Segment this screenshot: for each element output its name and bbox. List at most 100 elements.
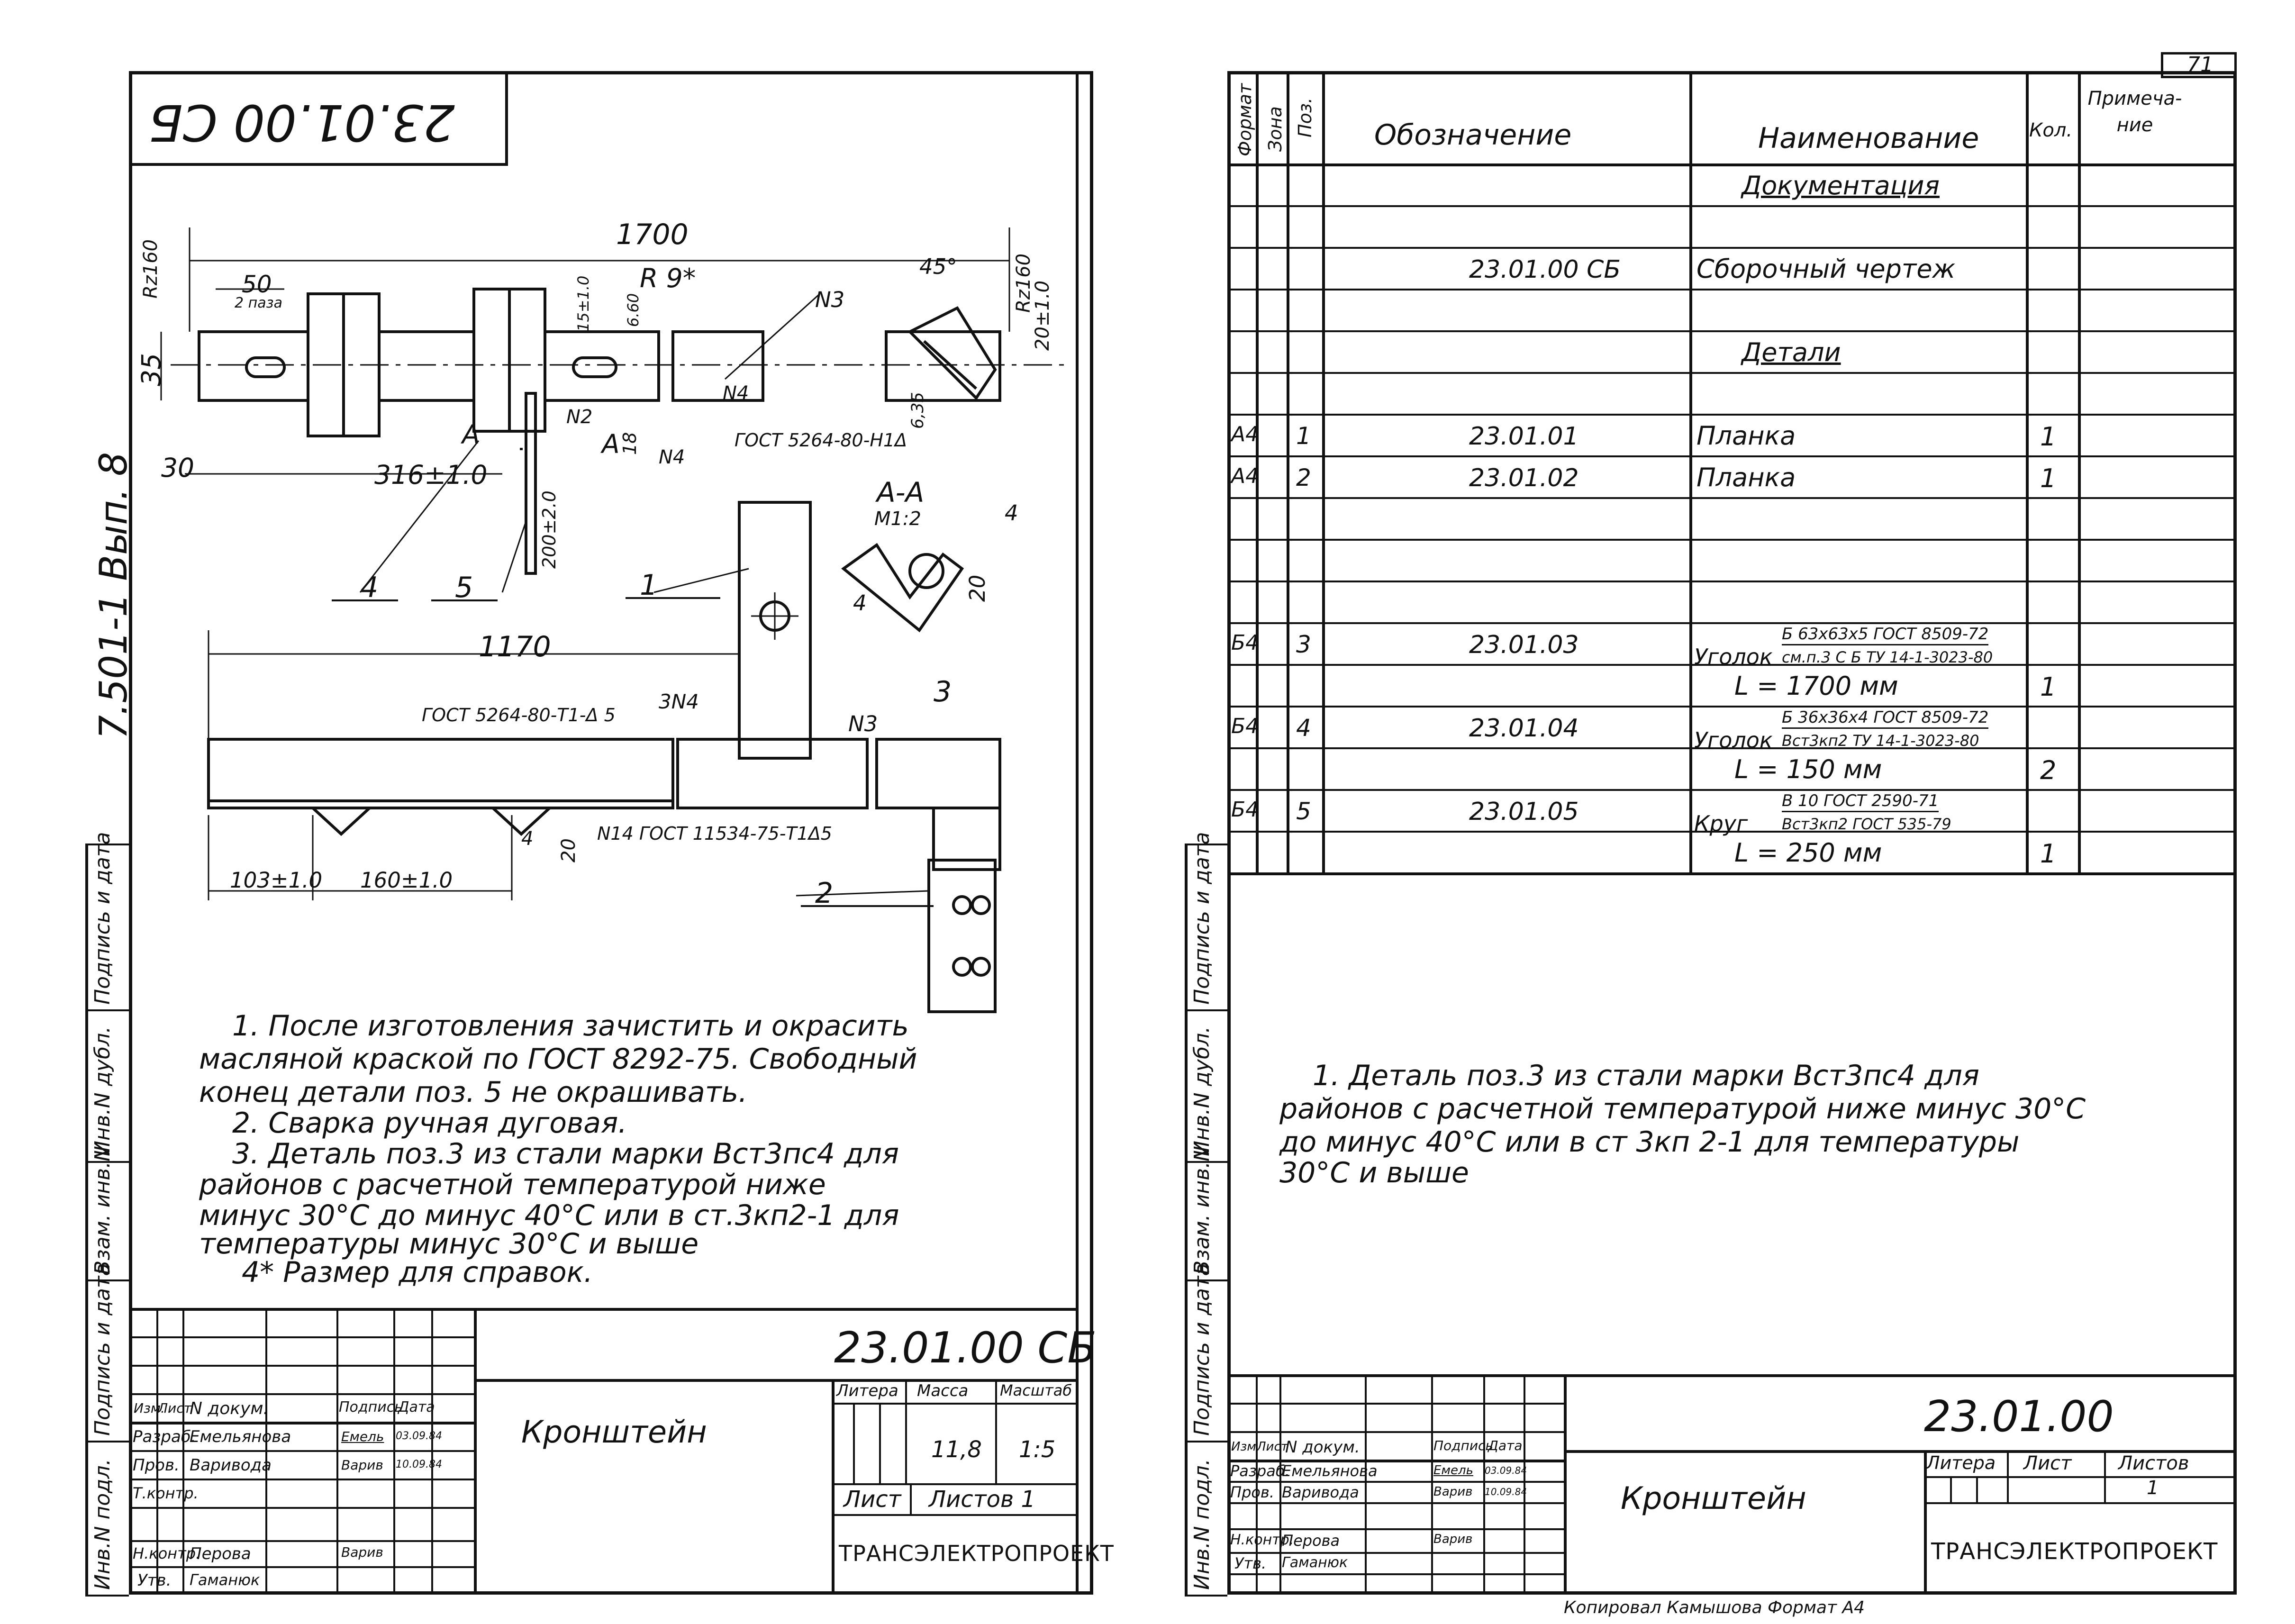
rstamp-role-5: Утв. [1234, 1554, 1267, 1572]
dim-30: 30 [161, 453, 194, 483]
bar-segment-1 [198, 330, 309, 402]
spec-col-line [1256, 71, 1259, 872]
dim-6-35: 6,35 [908, 392, 927, 429]
note-line-9: 4* Размер для справок. [242, 1256, 593, 1289]
spec-cell-designation: 23.01.01 [1469, 422, 1579, 451]
spec-cell-designation: 23.01.02 [1469, 464, 1579, 492]
dim-2-slots: 2 паза [235, 295, 282, 311]
left-stamp [129, 1308, 1077, 1595]
lstamp-v2 [832, 1379, 835, 1595]
left-margin-div-5 [85, 1441, 129, 1443]
lstamp-row-7 [129, 1507, 474, 1509]
spec-cell-format: Б4 [1231, 631, 1259, 655]
section-aa-scale: М1:2 [874, 508, 921, 530]
rstamp-head-list: Лист [1257, 1440, 1288, 1454]
lstamp-name-5: Гаманюк [190, 1571, 260, 1589]
note-line-6: районов с расчетной температурой ниже [199, 1168, 826, 1201]
rstamp-head-date: Дата [1488, 1438, 1523, 1453]
lstamp-row-6 [129, 1479, 474, 1480]
callout-5: 5 [455, 571, 473, 604]
dim-20-b: 20 [965, 574, 990, 602]
left-top-code-box [129, 71, 508, 166]
spec-cell-name: Сборочный чертеж [1696, 254, 1956, 284]
angle-bar-3 [875, 738, 1001, 809]
lstamp-title: Кронштейн [521, 1415, 707, 1450]
spec-cell-pos: 2 [1296, 464, 1311, 491]
right-margin-label-1: Подпись и дата [1190, 832, 1214, 1005]
note-line-1: 1. После изготовления зачистить и окраси… [232, 1009, 909, 1043]
lstamp-date-2: 10.09.84 [396, 1459, 442, 1470]
spec-row-line [1227, 539, 2237, 541]
spec-cell-frac-top: Б 36х36х4 ГОСТ 8509-72 [1782, 709, 1989, 729]
right-margin-label-4: Подпись и дата [1190, 1263, 1214, 1436]
lstamp-role-1: Разраб. [133, 1427, 196, 1446]
rstamp-row-3 [1227, 1460, 1564, 1462]
spec-cell-name: Планка [1696, 421, 1796, 451]
spec-cell-frac-top: В 10 ГОСТ 2590-71 [1782, 793, 1939, 812]
bar-segment-3 [544, 330, 660, 402]
callout-underline-2 [801, 905, 934, 907]
spec-cell-format: Б4 [1231, 714, 1259, 738]
lstamp-row-4 [129, 1422, 474, 1424]
rstamp-row-4 [1227, 1481, 1564, 1483]
rmargin-div-1 [1185, 844, 1227, 845]
rstamp-date-1: 03.09.84 [1485, 1465, 1527, 1476]
rstamp-v-l2 [1976, 1476, 1978, 1502]
spec-cell-name: Документация [1742, 171, 1940, 200]
dim-3n4: 3N4 [659, 690, 699, 713]
dim-n2: N2 [566, 406, 593, 428]
rstamp-col-5 [1483, 1374, 1485, 1595]
dim-18: 18 [619, 432, 640, 455]
lstamp-h-code [474, 1379, 1076, 1382]
angle-bar-2 [676, 738, 869, 809]
rmargin-div-6 [1185, 1595, 1227, 1597]
rnote-line-4: 30°С и выше [1279, 1156, 1469, 1189]
spec-cell-qty: 1 [2040, 422, 2057, 452]
spec-col-line [1322, 71, 1325, 872]
lstamp-org: ТРАНСЭЛЕКТРОПРОЕКТ [839, 1541, 1114, 1566]
rstamp-sign-4: Варив [1433, 1532, 1473, 1546]
dim-4-c: 4 [521, 828, 534, 850]
rstamp-sign-1: Емель [1433, 1463, 1473, 1478]
spec-row-line [1227, 497, 2237, 499]
lstamp-row-2 [129, 1365, 474, 1367]
spec-row-line [1227, 831, 2237, 833]
dim-15: 15±1.0 [574, 275, 592, 332]
spec-cell-designation: 23.01.05 [1469, 798, 1579, 826]
spec-head-qty: Кол. [2029, 119, 2073, 141]
spec-cell-pos: 5 [1296, 798, 1311, 825]
rstamp-v1 [1564, 1374, 1567, 1595]
lstamp-h-sheet2 [832, 1514, 1076, 1516]
dim-45deg: 45° [919, 254, 957, 279]
spec-cell-format: А4 [1231, 464, 1259, 488]
spec-head-format: Формат [1234, 83, 1255, 156]
spec-col-line [2078, 71, 2081, 872]
spec-cell-designation: 23.01.00 СБ [1469, 255, 1621, 284]
rstamp-org: ТРАНСЭЛЕКТРОПРОЕКТ [1931, 1538, 2218, 1565]
rstamp-head-sign: Подпись [1433, 1438, 1493, 1453]
lstamp-lit-label: Литера [836, 1381, 898, 1400]
spec-col-line [1689, 71, 1692, 872]
dim-4-b: 4 [853, 590, 867, 616]
right-sheet-frame [1227, 71, 2237, 1595]
spec-cell-designation: 23.01.04 [1469, 714, 1579, 743]
dim-4-a: 4 [1005, 500, 1018, 526]
rstamp-role-4: Н.контр. [1230, 1532, 1294, 1548]
dim-1170: 1170 [479, 630, 551, 663]
lstamp-scale-label: Масштаб [1000, 1381, 1072, 1399]
spec-head-zone: Зона [1265, 106, 1286, 152]
rstamp-title: Кронштейн [1621, 1481, 1806, 1516]
lstamp-mass-label: Масса [917, 1381, 969, 1400]
right-margin-line [1185, 844, 1188, 1595]
rstamp-footer: Копировал Камышова Формат А4 [1564, 1598, 1865, 1617]
spec-cell-name: Уголок [1694, 644, 1773, 670]
spec-row-line [1227, 581, 2237, 582]
rstamp-col-3 [1365, 1374, 1367, 1595]
spec-col-line [1287, 71, 1289, 872]
left-margin-div-4 [85, 1279, 129, 1281]
left-sheet-frame [129, 71, 1093, 1595]
lstamp-date-1: 03.09.84 [396, 1430, 442, 1442]
rstamp-v-l1 [1950, 1476, 1952, 1502]
note-line-7: минус 30°С до минус 40°С или в ст.3кп2-1… [199, 1199, 899, 1232]
rstamp-h-lit [1924, 1476, 2237, 1478]
